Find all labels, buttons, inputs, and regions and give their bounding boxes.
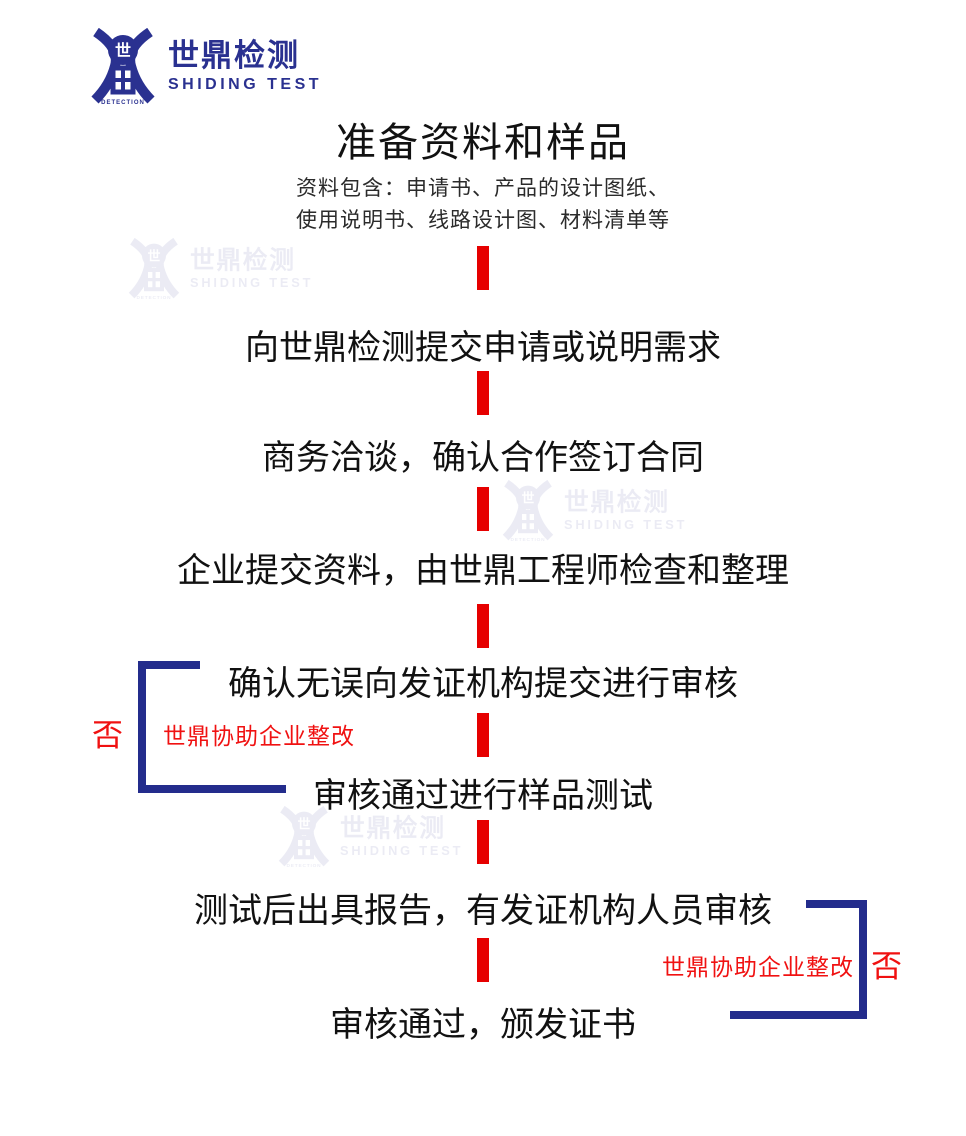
ding-vessel-logo-icon: 世 DETECTION <box>278 806 330 869</box>
no-label-right: 否 <box>871 949 902 984</box>
watermark-subtitle: SHIDING TEST <box>564 518 688 533</box>
step-certificate-issued: 审核通过，颁发证书 <box>330 1006 636 1044</box>
connector-bar-6 <box>477 820 489 864</box>
watermark-name: 世鼎检测 <box>190 245 296 274</box>
rework-label-right: 世鼎协助企业整改 <box>662 954 854 980</box>
right-loop-line-bottom <box>730 1011 867 1019</box>
step-submit-application: 向世鼎检测提交申请或说明需求 <box>245 329 721 367</box>
svg-text:DETECTION: DETECTION <box>137 295 172 301</box>
svg-text:DETECTION: DETECTION <box>287 863 322 869</box>
left-loop-line-vertical <box>138 661 146 793</box>
svg-text:世: 世 <box>148 248 161 263</box>
connector-bar-7 <box>477 938 489 982</box>
brand-logo: 世 DETECTION 世鼎检测 SHIDING TEST <box>88 28 322 106</box>
left-loop-line-bottom <box>138 785 286 793</box>
step-submit-to-issuer: 确认无误向发证机构提交进行审核 <box>228 665 738 703</box>
ding-vessel-logo-icon: 世 DETECTION <box>502 480 554 543</box>
rework-label-left: 世鼎协助企业整改 <box>163 723 355 749</box>
ding-vessel-logo-icon: 世 DETECTION <box>128 238 180 301</box>
step-report-review: 测试后出具报告，有发证机构人员审核 <box>194 892 772 930</box>
logo-icon-caption: DETECTION <box>101 100 145 106</box>
step-business-negotiation: 商务洽谈，确认合作签订合同 <box>262 439 704 477</box>
connector-bar-1 <box>477 246 489 290</box>
watermark-subtitle: SHIDING TEST <box>340 844 464 859</box>
brand-subtitle: SHIDING TEST <box>168 76 323 94</box>
svg-text:世: 世 <box>298 816 311 831</box>
connector-bar-2 <box>477 371 489 415</box>
step-engineer-check: 企业提交资料，由世鼎工程师检查和整理 <box>177 552 789 590</box>
right-loop-line-vertical <box>859 900 867 1019</box>
watermark-subtitle: SHIDING TEST <box>190 276 314 291</box>
step-sample-testing: 审核通过进行样品测试 <box>313 777 653 815</box>
brand-watermark: 世 DETECTION 世鼎检测 SHIDING TEST <box>126 238 313 300</box>
connector-bar-5 <box>477 713 489 757</box>
ding-vessel-logo-icon: 世 DETECTION <box>91 28 155 106</box>
connector-bar-3 <box>477 487 489 531</box>
watermark-name: 世鼎检测 <box>564 487 670 516</box>
flow-note-line1: 资料包含：申请书、产品的设计图纸、 <box>296 177 670 200</box>
no-label-left: 否 <box>92 718 123 753</box>
flow-title-prepare-materials: 准备资料和样品 <box>336 121 630 165</box>
brand-logo-text: 世鼎检测 SHIDING TEST <box>168 37 323 95</box>
watermark-name: 世鼎检测 <box>340 813 446 842</box>
connector-bar-4 <box>477 604 489 648</box>
right-loop-line-top <box>806 900 867 908</box>
brand-name: 世鼎检测 <box>168 37 300 73</box>
logo-icon-character: 世 <box>115 42 131 60</box>
brand-watermark: 世 DETECTION 世鼎检测 SHIDING TEST <box>276 806 463 868</box>
brand-watermark: 世 DETECTION 世鼎检测 SHIDING TEST <box>500 480 687 542</box>
svg-text:DETECTION: DETECTION <box>511 537 546 543</box>
flow-note-line2: 使用说明书、线路设计图、材料清单等 <box>296 209 670 232</box>
svg-text:世: 世 <box>522 490 535 505</box>
left-loop-line-top <box>138 661 200 669</box>
